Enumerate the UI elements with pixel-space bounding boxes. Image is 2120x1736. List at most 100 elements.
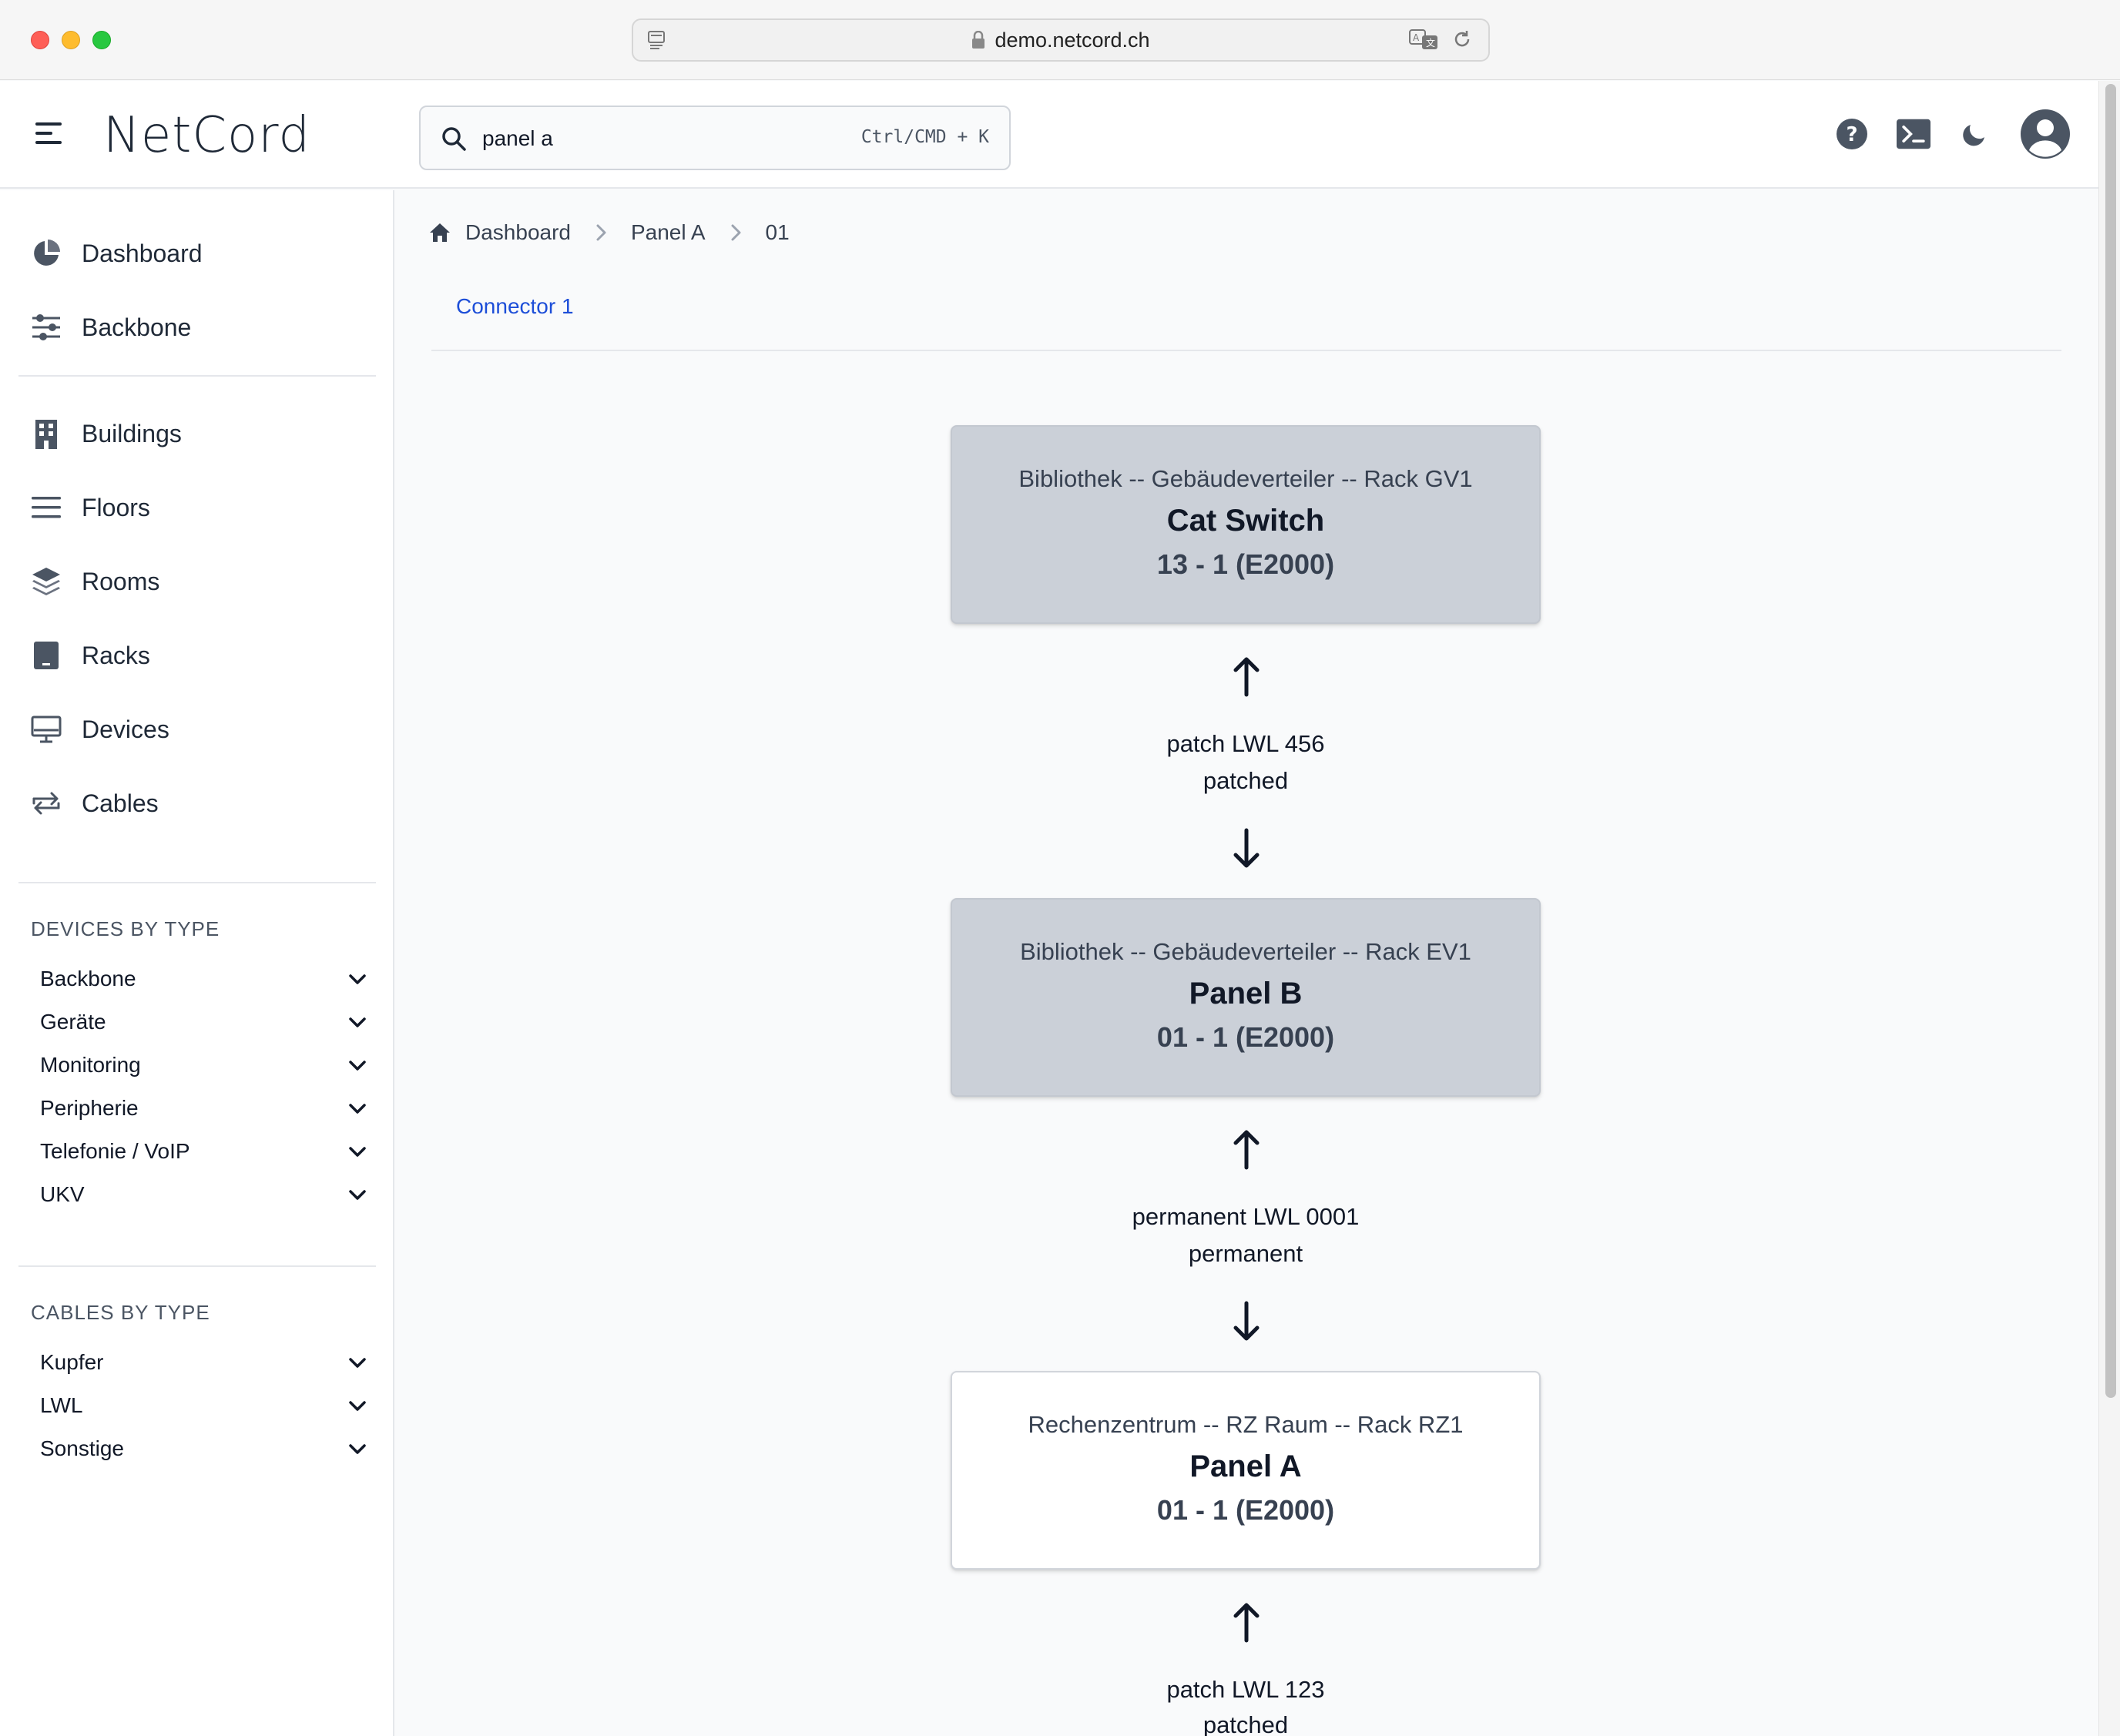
arrow-up-icon xyxy=(1233,1130,1260,1170)
terminal-button[interactable] xyxy=(1897,117,1930,151)
cable-status: patched xyxy=(1203,1711,1289,1736)
reload-icon[interactable] xyxy=(1451,28,1473,50)
chevron-right-icon xyxy=(596,224,606,241)
moon-icon xyxy=(1963,125,1984,146)
chevron-down-icon xyxy=(349,974,366,984)
chevron-down-icon xyxy=(349,1017,366,1027)
scrollbar-thumb[interactable] xyxy=(2105,84,2116,1398)
sliders-icon xyxy=(29,310,63,344)
card-port: 01 - 1 (E2000) xyxy=(1156,1021,1335,1053)
device-type-monitoring[interactable]: Monitoring xyxy=(40,1047,368,1084)
device-type-backbone[interactable]: Backbone xyxy=(40,960,368,997)
pie-chart-icon xyxy=(29,236,63,270)
connection-card-panel-a[interactable]: Rechenzentrum -- RZ Raum -- Rack RZ1 Pan… xyxy=(951,1371,1541,1570)
device-type-peripherie[interactable]: Peripherie xyxy=(40,1090,368,1127)
window-close-button[interactable] xyxy=(31,31,49,49)
rack-icon xyxy=(29,638,63,672)
lock-icon xyxy=(972,31,985,49)
monitor-icon xyxy=(29,712,63,746)
sidebar-item-backbone[interactable]: Backbone xyxy=(29,304,191,350)
app-logo[interactable]: NetCord xyxy=(103,107,310,164)
svg-text:A: A xyxy=(1413,32,1420,43)
search-input[interactable] xyxy=(482,121,852,156)
card-location: Bibliothek -- Gebäudeverteiler -- Rack E… xyxy=(1020,938,1471,965)
cables-by-type-heading: CABLES BY TYPE xyxy=(31,1301,210,1324)
chevron-right-icon xyxy=(731,224,741,241)
sidebar-item-buildings[interactable]: Buildings xyxy=(29,411,182,457)
chevron-down-icon xyxy=(349,1190,366,1200)
window-minimize-button[interactable] xyxy=(62,31,80,49)
url-text: demo.netcord.ch xyxy=(995,28,1150,52)
dark-mode-toggle[interactable] xyxy=(1958,117,1992,151)
sidebar-divider xyxy=(18,1265,376,1267)
svg-text:?: ? xyxy=(1846,123,1857,146)
search-icon xyxy=(442,127,466,151)
breadcrumb-dashboard[interactable]: Dashboard xyxy=(465,220,571,244)
arrows-exchange-icon xyxy=(29,786,63,820)
arrow-down-icon xyxy=(1233,828,1260,868)
sidebar-item-devices[interactable]: Devices xyxy=(29,706,169,752)
arrow-up-icon xyxy=(1233,1603,1260,1643)
building-icon xyxy=(29,417,63,451)
card-port: 13 - 1 (E2000) xyxy=(1156,548,1335,580)
cable-name[interactable]: patch LWL 123 xyxy=(1166,1676,1325,1703)
sidebar-item-racks[interactable]: Racks xyxy=(29,632,150,679)
sidebar-item-dashboard[interactable]: Dashboard xyxy=(29,230,203,276)
device-type-telefonie[interactable]: Telefonie / VoIP xyxy=(40,1133,368,1170)
cable-name[interactable]: patch LWL 456 xyxy=(1166,730,1325,757)
breadcrumb-panel-a[interactable]: Panel A xyxy=(630,220,706,244)
scrollbar[interactable] xyxy=(2098,81,2120,1736)
window-zoom-button[interactable] xyxy=(92,31,111,49)
app-header: NetCord Ctrl/CMD + K ? xyxy=(0,81,2098,189)
card-device-name: Panel A xyxy=(1189,1449,1302,1483)
breadcrumb-current: 01 xyxy=(765,220,790,244)
sidebar: Dashboard Backbone Buildings Floors Room… xyxy=(0,190,394,1736)
sidebar-divider xyxy=(18,882,376,883)
connection-card-cat-switch[interactable]: Bibliothek -- Gebäudeverteiler -- Rack G… xyxy=(951,425,1541,624)
search-box[interactable]: Ctrl/CMD + K xyxy=(419,106,1011,170)
chevron-down-icon xyxy=(349,1147,366,1157)
devices-by-type-heading: DEVICES BY TYPE xyxy=(31,917,220,940)
cable-type-lwl[interactable]: LWL xyxy=(40,1387,368,1424)
cable-name[interactable]: permanent LWL 0001 xyxy=(1132,1203,1360,1230)
help-button[interactable]: ? xyxy=(1835,117,1869,151)
connection-card-panel-b[interactable]: Bibliothek -- Gebäudeverteiler -- Rack E… xyxy=(951,898,1541,1097)
avatar-icon xyxy=(2021,109,2070,159)
sidebar-item-floors[interactable]: Floors xyxy=(29,484,150,531)
sidebar-divider xyxy=(18,375,376,377)
card-device-name: Cat Switch xyxy=(1166,504,1325,538)
card-location: Rechenzentrum -- RZ Raum -- Rack RZ1 xyxy=(1028,1411,1464,1438)
cable-status: patched xyxy=(1203,767,1289,794)
chevron-down-icon xyxy=(349,1358,366,1368)
cable-status: permanent xyxy=(1188,1240,1303,1267)
breadcrumb: Dashboard Panel A 01 xyxy=(428,216,790,250)
svg-text:文: 文 xyxy=(1426,37,1435,49)
device-type-ukv[interactable]: UKV xyxy=(40,1176,368,1213)
card-port: 01 - 1 (E2000) xyxy=(1156,1494,1335,1526)
sidebar-item-cables[interactable]: Cables xyxy=(29,780,159,826)
tab-divider xyxy=(431,350,2061,351)
user-menu-button[interactable] xyxy=(2020,109,2071,159)
tab-connector-1[interactable]: Connector 1 xyxy=(456,294,574,318)
chevron-down-icon xyxy=(349,1444,366,1454)
cable-type-sonstige[interactable]: Sonstige xyxy=(40,1430,368,1467)
chevron-down-icon xyxy=(349,1104,366,1114)
menu-icon[interactable] xyxy=(35,121,63,146)
home-icon[interactable] xyxy=(428,221,451,244)
cable-type-kupfer[interactable]: Kupfer xyxy=(40,1344,368,1381)
terminal-icon xyxy=(1897,119,1930,149)
bars-icon xyxy=(29,491,63,524)
chevron-down-icon xyxy=(349,1061,366,1071)
layers-icon xyxy=(29,565,63,598)
device-type-geraete[interactable]: Geräte xyxy=(40,1004,368,1041)
card-device-name: Panel B xyxy=(1189,977,1303,1010)
page-settings-icon[interactable] xyxy=(646,29,667,51)
sidebar-item-rooms[interactable]: Rooms xyxy=(29,558,159,605)
card-location: Bibliothek -- Gebäudeverteiler -- Rack G… xyxy=(1018,465,1473,492)
chevron-down-icon xyxy=(349,1401,366,1411)
arrow-up-icon xyxy=(1233,657,1260,697)
help-icon: ? xyxy=(1837,119,1867,149)
